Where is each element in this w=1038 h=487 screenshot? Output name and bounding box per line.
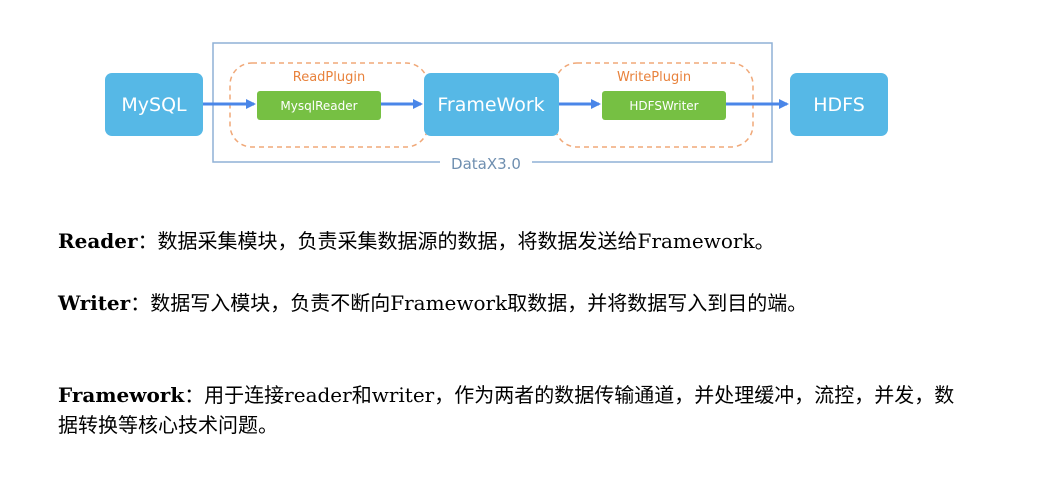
framework-term: Framework bbox=[58, 383, 185, 407]
writer-description: Writer：数据写入模块，负责不断向Framework取数据，并将数据写入到目… bbox=[58, 288, 958, 318]
writer-term: Writer bbox=[58, 291, 131, 315]
hdfs-label: HDFS bbox=[813, 94, 865, 116]
framework-label: FrameWork bbox=[437, 94, 544, 116]
mysql-label: MySQL bbox=[121, 94, 187, 116]
mysql-reader-node: MysqlReader bbox=[257, 91, 381, 120]
hdfs-writer-label: HDFSWriter bbox=[629, 99, 698, 113]
hdfs-writer-node: HDFSWriter bbox=[602, 91, 726, 120]
hdfs-node: HDFS bbox=[790, 73, 888, 136]
frame-label: DataX3.0 bbox=[451, 155, 521, 173]
mysql-reader-label: MysqlReader bbox=[280, 99, 357, 113]
framework-node: FrameWork bbox=[424, 73, 559, 136]
read-plugin-label: ReadPlugin bbox=[293, 70, 365, 85]
write-plugin-label: WritePlugin bbox=[617, 70, 691, 85]
framework-text: ：用于连接reader和writer，作为两者的数据传输通道，并处理缓冲，流控，… bbox=[58, 383, 955, 437]
writer-text: ：数据写入模块，负责不断向Framework取数据，并将数据写入到目的端。 bbox=[130, 291, 808, 315]
reader-text: ：数据采集模块，负责采集数据源的数据，将数据发送给Framework。 bbox=[137, 229, 775, 253]
frame-label-background bbox=[440, 152, 532, 174]
framework-description: Framework：用于连接reader和writer，作为两者的数据传输通道，… bbox=[58, 380, 958, 440]
mysql-node: MySQL bbox=[105, 73, 203, 136]
datax-architecture-diagram: DataX3.0 ReadPlugin WritePlugin MySQL My… bbox=[105, 42, 888, 174]
reader-term: Reader bbox=[58, 229, 138, 253]
reader-description: Reader：数据采集模块，负责采集数据源的数据，将数据发送给Framework… bbox=[58, 226, 958, 256]
